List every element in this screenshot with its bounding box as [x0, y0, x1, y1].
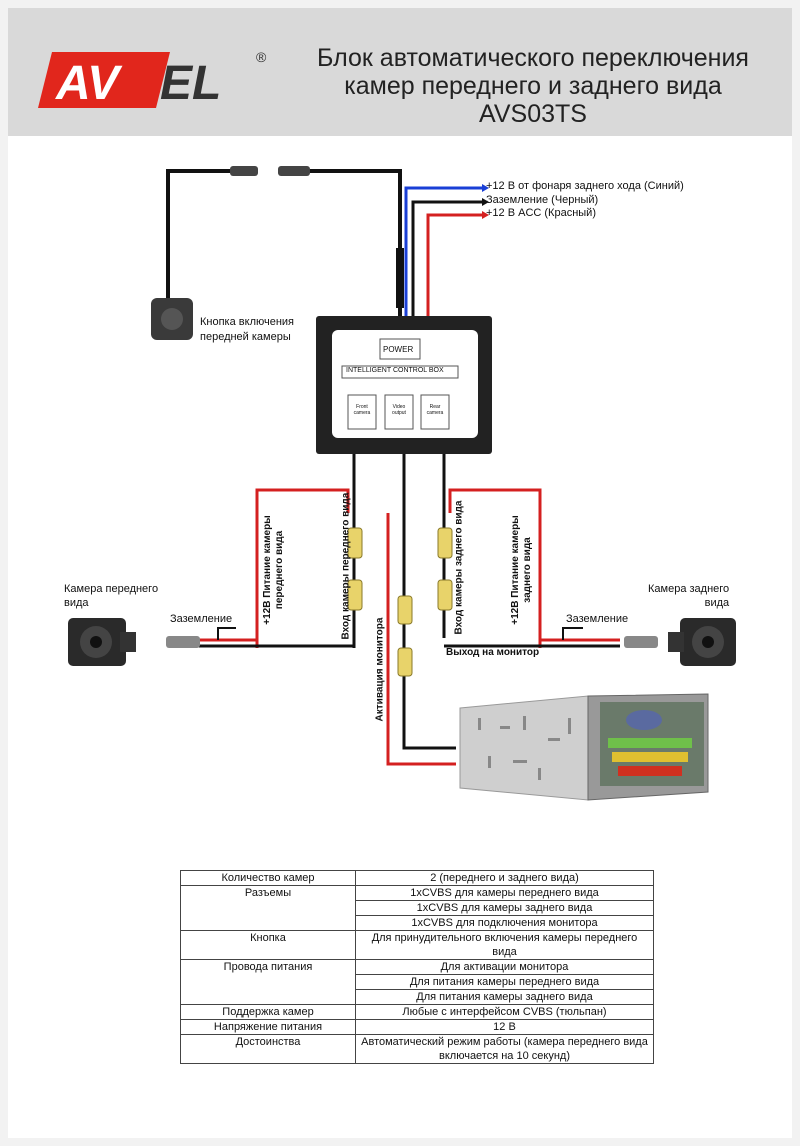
monitor-video-cable: [402, 454, 456, 750]
svg-text:®: ®: [256, 49, 267, 65]
front-camera: [68, 618, 136, 666]
svg-text:AV: AV: [55, 57, 123, 110]
rear-camera-connector: [624, 636, 658, 648]
ground-left-label: Заземление: [170, 613, 233, 625]
avel-logo: AV EL ®: [38, 49, 267, 110]
rear-power-wire: [448, 488, 542, 648]
wire-blue: [404, 186, 482, 318]
button-connector-female: [278, 166, 310, 176]
power-label: POWER: [383, 345, 414, 354]
monitor-activation-wire: [386, 513, 456, 766]
wire-red-label: +12 В ACC (Красный): [486, 207, 596, 219]
control-box: [316, 316, 492, 454]
rca-connectors: [347, 527, 453, 677]
front-input-label: Вход камеры переднего вида: [340, 492, 352, 640]
rear-camera: [668, 618, 736, 666]
page: AV EL ® Блок автоматического переключени…: [8, 8, 792, 1138]
front-camera-button: [151, 298, 193, 340]
button-cable: [166, 169, 230, 303]
wire-black: [411, 200, 482, 318]
wiring-diagram: [68, 166, 736, 801]
button-connector-male: [230, 166, 258, 176]
front-camera-connector: [166, 636, 200, 648]
svg-text:EL: EL: [160, 57, 221, 110]
monitor-output-label: Выход на монитор: [446, 647, 540, 658]
monitor-activation-label: Активация монитора: [374, 617, 386, 722]
table-row: 1xCVBS для подключения монитора: [181, 915, 654, 931]
wire-blue-label: +12 В от фонаря заднего хода (Синий): [486, 180, 684, 192]
page-title: Блок автоматического переключения камер …: [278, 44, 788, 128]
monitor-head-unit: [459, 693, 709, 801]
box-name-label: INTELLIGENT CONTROL BOX: [346, 367, 444, 374]
front-power-wire: [255, 488, 350, 648]
ground-right-label: Заземление: [566, 613, 629, 625]
title-line-1: Блок автоматического переключения: [317, 44, 749, 72]
wire-black-label: Заземление (Черный): [486, 194, 599, 206]
model-name: AVS03TS: [479, 100, 587, 128]
header: AV EL ® Блок автоматического переключени…: [8, 8, 792, 136]
table-row: 1xCVBS для камеры заднего вида: [181, 900, 654, 916]
rear-input-label: Вход камеры заднего вида: [453, 500, 465, 635]
title-line-2: камер переднего и заднего вида: [344, 72, 722, 100]
wire-red: [426, 213, 482, 318]
